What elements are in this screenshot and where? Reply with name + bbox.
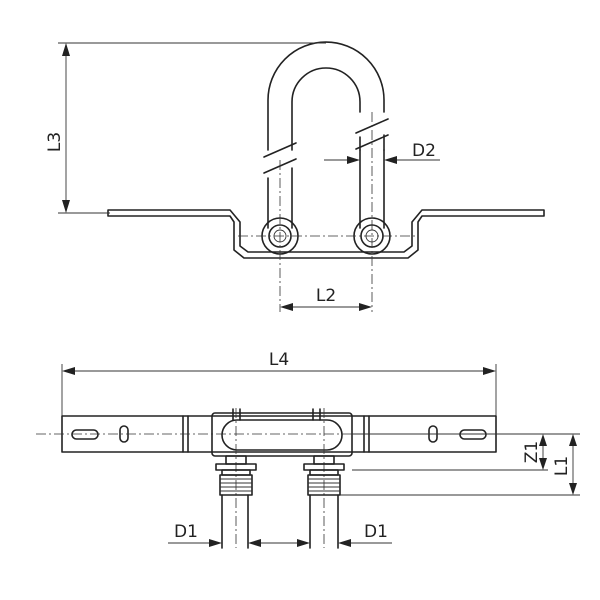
front-view: L4 bbox=[36, 350, 580, 549]
dimension-l3: L3 bbox=[45, 42, 326, 214]
top-view: L3 D2 L2 bbox=[45, 41, 545, 312]
label-l4: L4 bbox=[269, 350, 289, 370]
label-d2: D2 bbox=[412, 141, 436, 161]
dimension-d2: D2 bbox=[324, 141, 440, 164]
dimension-d1: D1 D1 bbox=[168, 522, 392, 547]
connector-left bbox=[215, 455, 257, 549]
label-z1: Z1 bbox=[522, 441, 542, 463]
dimension-l4: L4 bbox=[61, 350, 497, 418]
label-d1-left: D1 bbox=[174, 522, 198, 542]
mounting-bracket bbox=[107, 209, 545, 259]
label-l1: L1 bbox=[552, 456, 572, 476]
u-bend-pipe bbox=[263, 41, 389, 229]
label-l2: L2 bbox=[316, 286, 336, 306]
manifold-body bbox=[211, 408, 353, 457]
connector-right bbox=[303, 455, 345, 549]
label-l3: L3 bbox=[45, 132, 65, 152]
label-d1-right: D1 bbox=[364, 522, 388, 542]
dimension-z1-l1: Z1 L1 bbox=[340, 433, 580, 496]
dimension-l2: L2 bbox=[280, 286, 372, 311]
